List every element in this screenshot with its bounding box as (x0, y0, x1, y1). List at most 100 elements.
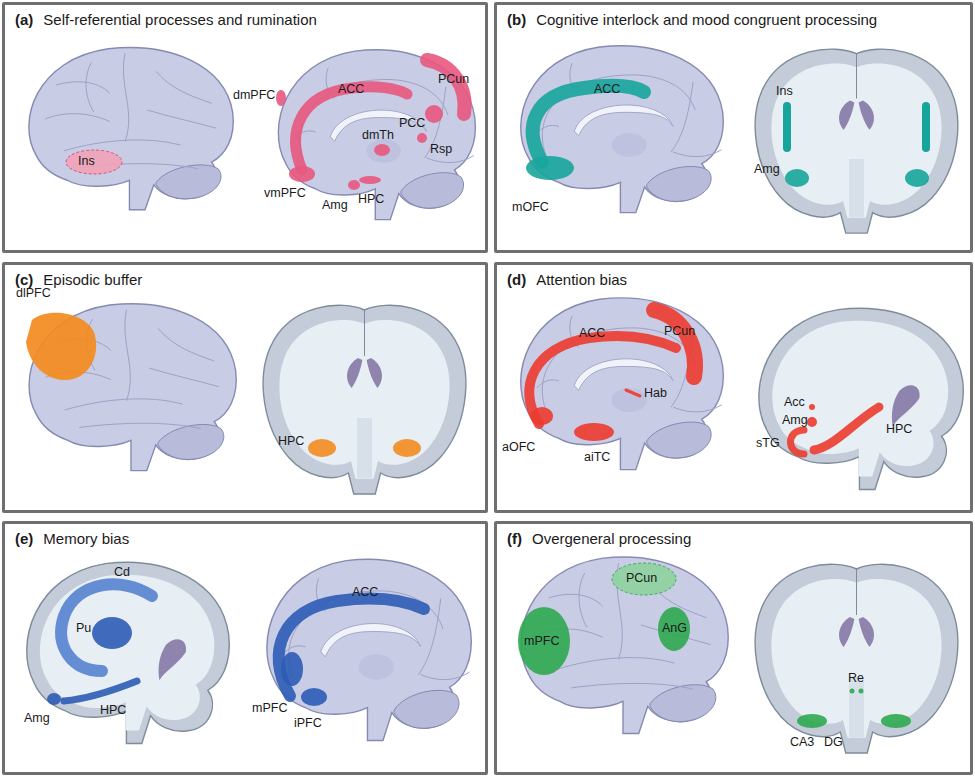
amygdala-region (905, 169, 929, 187)
region-label: vmPFC (264, 186, 306, 200)
insula-region (783, 102, 791, 152)
sagittal-slice (759, 308, 963, 489)
lateral-brain (521, 557, 728, 733)
thalamus (359, 654, 395, 679)
corpus-callosum (321, 624, 421, 657)
panel-title: Episodic buffer (43, 271, 142, 288)
region-label: mPFC (252, 701, 287, 715)
putamen-region (92, 617, 132, 649)
rsp-region (417, 133, 427, 143)
region-label: Rsp (430, 142, 452, 156)
acc-region (296, 87, 407, 170)
sulcus (427, 156, 474, 163)
acc-region (529, 336, 676, 424)
medial-brain (267, 559, 471, 740)
panel-title: Overgeneral processing (532, 530, 691, 547)
brainstem (849, 677, 864, 737)
caudate-region (61, 584, 152, 671)
medial-brain (521, 298, 724, 470)
panel-letter: (b) (507, 11, 526, 28)
sulcus (549, 594, 603, 606)
hippocampus-region (814, 407, 879, 450)
region-label: ACC (579, 326, 605, 340)
medial-brain (521, 46, 724, 213)
reuniens-region (859, 689, 864, 694)
sulcus (64, 140, 181, 151)
region-label: HPC (886, 422, 912, 436)
sulcus (571, 683, 693, 689)
slice-outline (27, 562, 230, 743)
region-label: PCun (626, 571, 657, 585)
cerebellum (158, 424, 224, 459)
brain-outline (521, 46, 724, 213)
brain-outline (29, 48, 233, 210)
brain-outline (521, 557, 728, 733)
amygdala-region (348, 180, 360, 190)
mofc-region (526, 156, 574, 180)
insula-region (66, 150, 122, 174)
amygdala-region (47, 693, 61, 705)
fissure (364, 310, 365, 356)
region-label: HPC (358, 192, 384, 206)
sulcus (65, 399, 183, 410)
cerebellum (401, 173, 464, 209)
panel-art (29, 48, 475, 220)
figure-panel: (c)Episodic buffer (2, 262, 488, 513)
sulcus (537, 380, 559, 388)
aitc-region (574, 423, 614, 441)
sulcus (579, 573, 587, 627)
amygdala-region (807, 417, 817, 427)
region-label: Amg (24, 711, 50, 725)
region-label: HPC (100, 703, 126, 717)
dlpfc-region (26, 313, 96, 380)
cerebellum (394, 690, 459, 728)
panel-title: Self-referential processes and ruminatio… (43, 11, 316, 28)
region-label: iPFC (294, 716, 322, 730)
region-label: dmTh (362, 128, 394, 142)
region-label: ACC (338, 82, 364, 96)
region-label: Cd (114, 565, 130, 579)
mpfc-region (281, 652, 303, 686)
sulcus (557, 658, 675, 670)
ventricle (347, 358, 362, 388)
vmpfc-region (289, 166, 315, 182)
corpus-callosum (574, 105, 673, 136)
habenula-region (626, 390, 640, 396)
sulcus (149, 368, 219, 387)
sulcus (537, 125, 559, 133)
panel-art (521, 46, 958, 233)
corpus-callosum (330, 110, 426, 141)
region-label: HPC (278, 434, 304, 448)
precuneus-region (612, 563, 676, 595)
cerebellum (647, 422, 711, 458)
sagittal-slice (27, 562, 230, 743)
white-matter (40, 575, 214, 731)
region-label: Pu (76, 621, 91, 635)
figure-panel: (e)Memory bias (2, 521, 488, 775)
ventricle (839, 617, 854, 647)
sulcus (421, 672, 470, 680)
region-label: CA3 (790, 735, 814, 749)
panel-art (518, 557, 958, 753)
dmth-region (374, 144, 390, 156)
pcc-region (425, 105, 443, 123)
sulcus (79, 423, 201, 428)
ventricle (892, 385, 920, 426)
hippocampus-region (393, 439, 421, 457)
region-label: aOFC (502, 440, 535, 454)
region-label: DG (824, 735, 843, 749)
stg-region (791, 430, 805, 454)
region-label: ACC (594, 82, 620, 96)
cerebellum (647, 166, 711, 201)
region-label: AnG (662, 621, 687, 635)
region-label: Ins (776, 84, 793, 98)
panel-letter: (d) (507, 271, 526, 288)
figure-panel: (d)Attention bias (494, 262, 973, 513)
medial-brain (278, 50, 475, 220)
thalamus (367, 139, 401, 163)
ventricle (159, 639, 187, 680)
sulcus (56, 82, 109, 93)
coronal-slice (263, 305, 466, 494)
lateral-brain (29, 48, 233, 210)
panel-title: Memory bias (43, 530, 129, 547)
